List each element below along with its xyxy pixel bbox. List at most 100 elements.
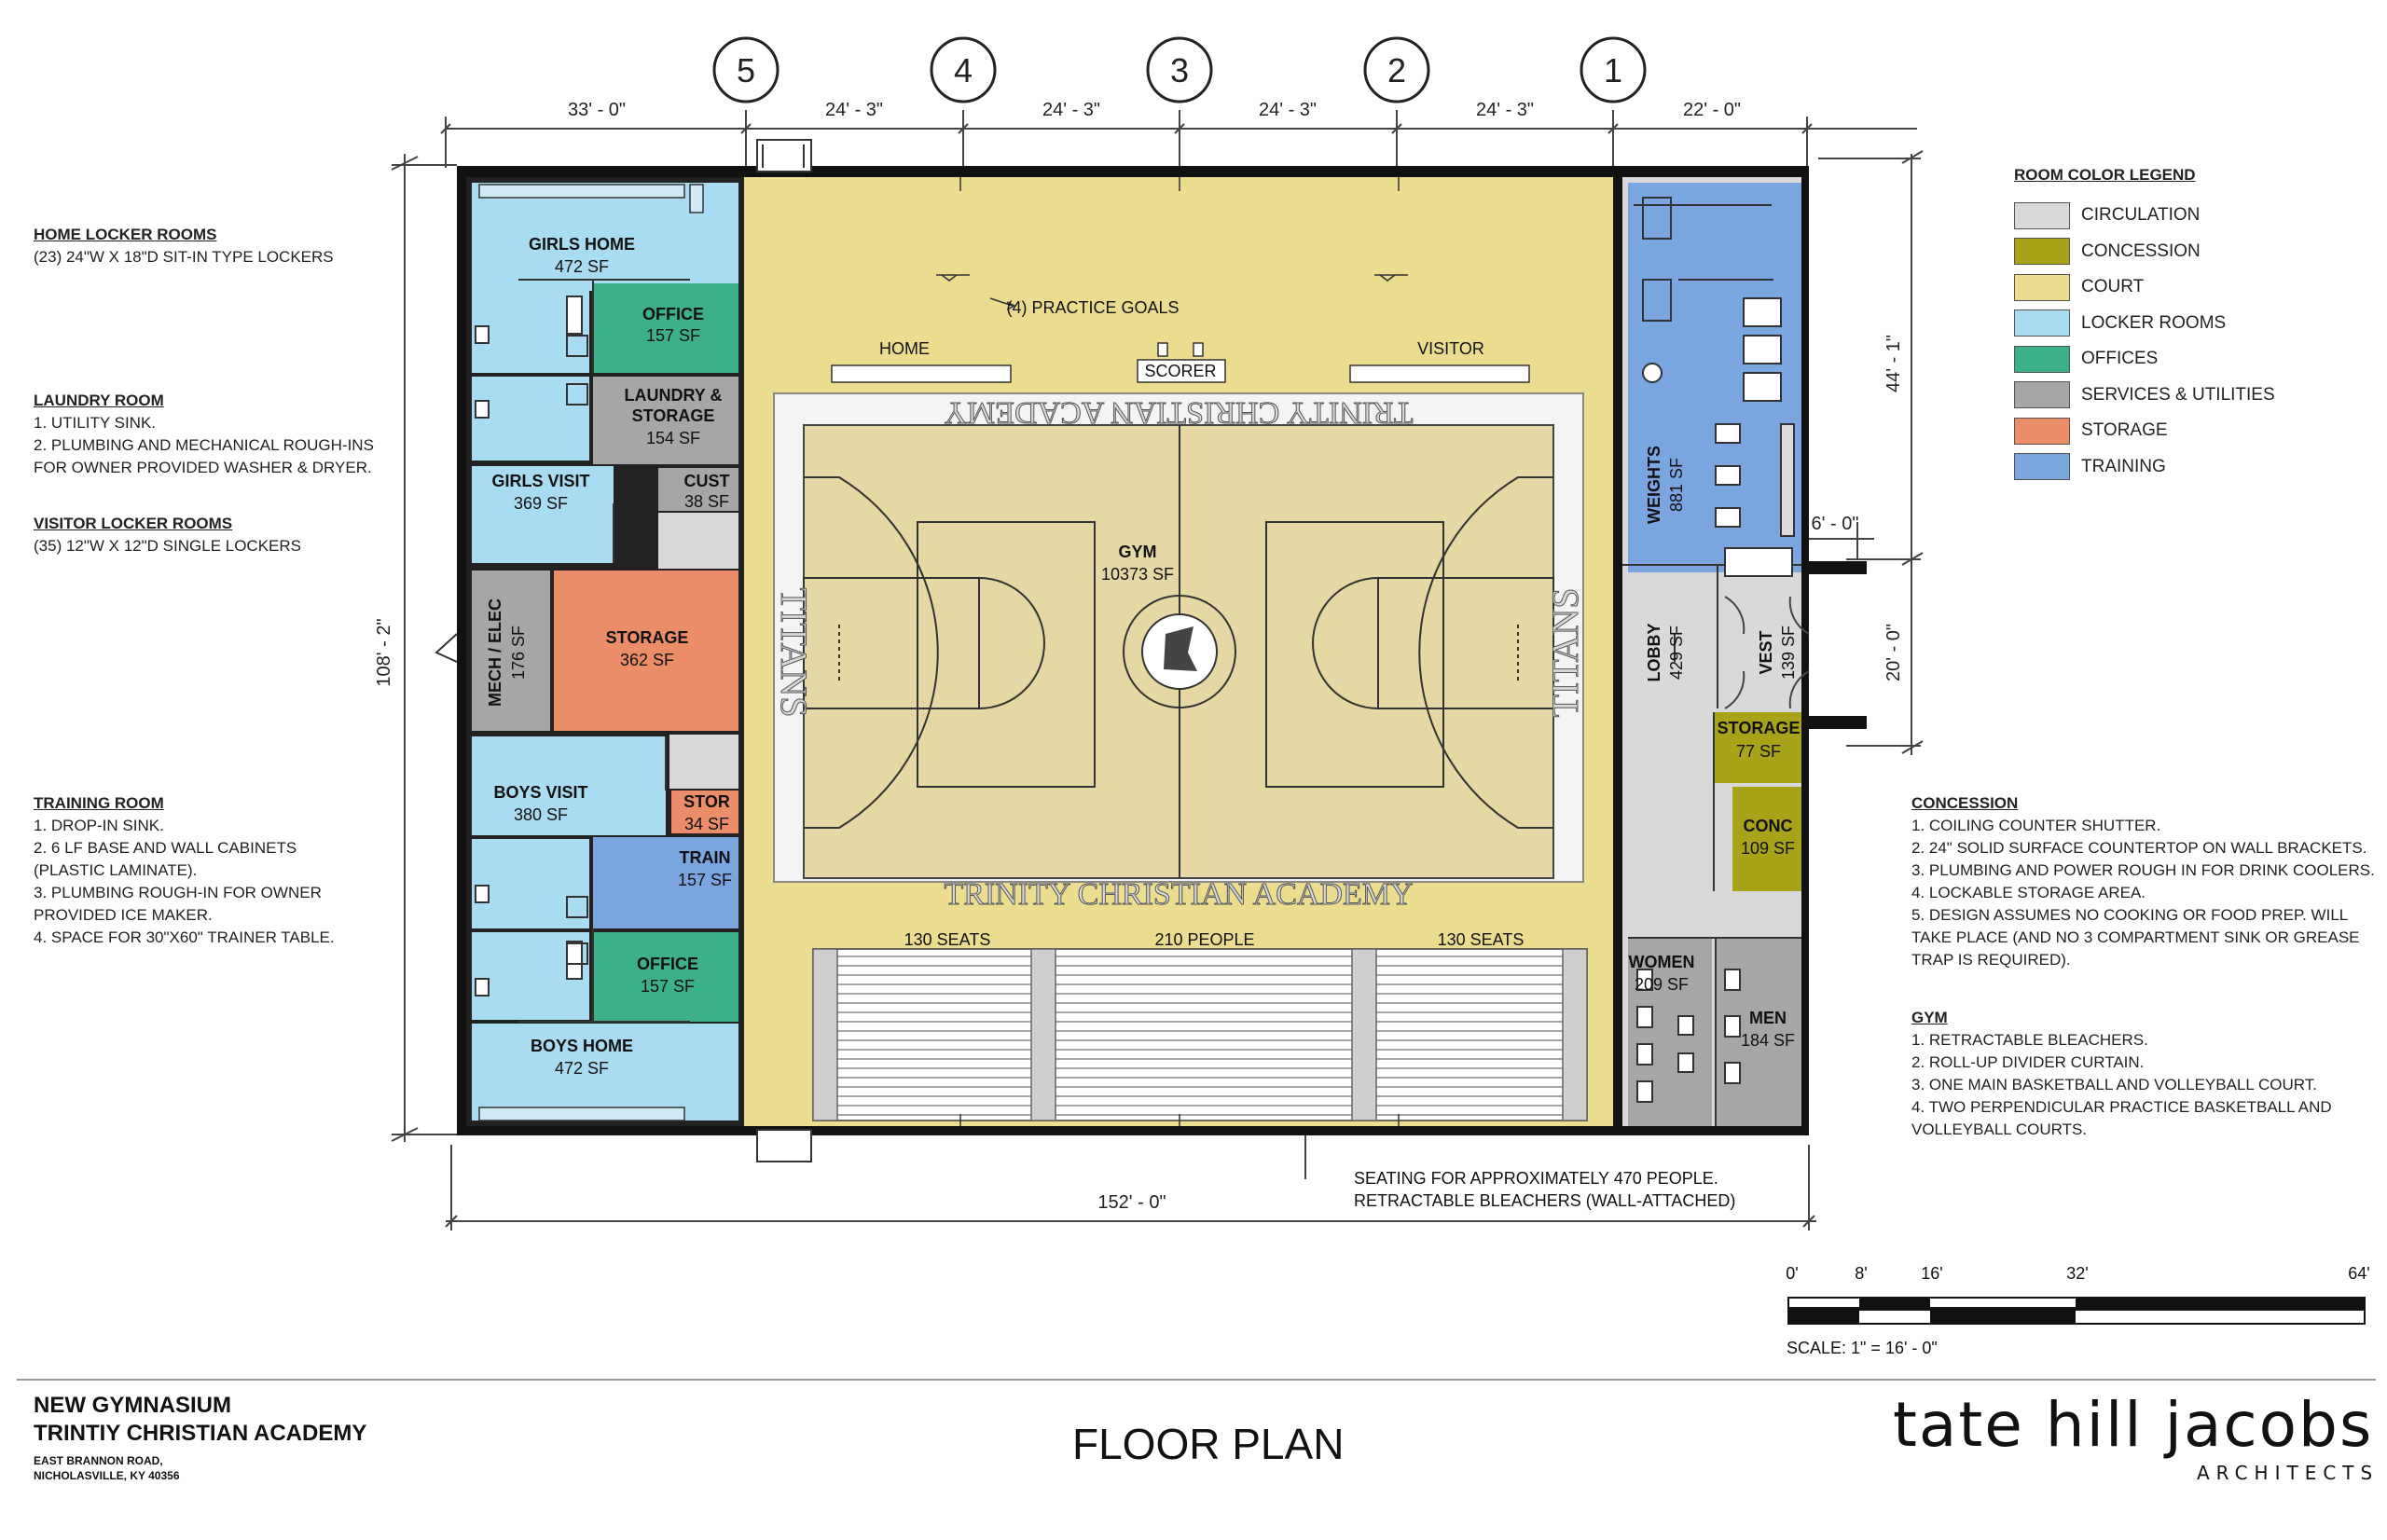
dim-right-mid: 20' - 0" [1883,624,1904,681]
address-line-1: EAST BRANNON ROAD, [34,1454,163,1467]
legend-label: STORAGE [2081,420,2168,441]
label-women: WOMEN [1629,953,1695,971]
dimension-labels: 33' - 0" 24' - 3" 24' - 3" 24' - 3" 24' … [374,100,1904,1213]
dim-top-0: 33' - 0" [568,100,626,120]
grid-label-1: 1 [1604,51,1622,89]
scale-label: SCALE: 1" = 16' - 0" [1787,1339,1938,1357]
legend-swatch [2014,381,2070,409]
building [435,139,1867,1162]
legend-swatch [2014,238,2070,266]
firm-name: tate hill jacobs [1893,1389,2374,1461]
room-office-bottom [593,932,738,1022]
seating-note-2: RETRACTABLE BLEACHERS (WALL-ATTACHED) [1354,1191,1735,1210]
room-labels: GIRLS HOME 472 SF OFFICE 157 SF LAUNDRY … [486,235,1800,1078]
note-line: 2. PLUMBING AND MECHANICAL ROUGH-INS [34,436,374,454]
restroom-fixtures [475,296,1741,1103]
bleachers [812,948,1588,1121]
scale-bar: 0' 8' 16' 32' 64' SCALE: 1" = 16' - 0" [1786,1264,2369,1357]
project-title: NEW GYMNASIUM [34,1393,231,1418]
grid-bubble-4: 4 [930,36,997,103]
address-line-2: NICHOLASVILLE, KY 40356 [34,1469,180,1482]
sf-women: 209 SF [1635,975,1689,994]
grid-bubble-5: 5 [712,36,780,103]
label-men: MEN [1749,1009,1787,1027]
legend-title: ROOM COLOR LEGEND [2014,166,2196,184]
legend-item: TRAINING [2014,449,2275,486]
label-laundry-2: STORAGE [632,406,715,425]
label-storage: STORAGE [606,628,689,647]
note-line: 2. ROLL-UP DIVIDER CURTAIN. [1911,1053,2145,1071]
sf-weights: 881 SF [1667,458,1686,512]
academy-top: TRINITY CHRISTIAN ACADEMY [944,395,1413,430]
note-line: FOR OWNER PROVIDED WASHER & DRYER. [34,459,372,476]
sf-girls-home: 472 SF [555,257,609,276]
legend-item: CONCESSION [2014,234,2275,270]
dim-top-2: 24' - 3" [1042,100,1100,120]
sf-vest: 139 SF [1779,626,1798,680]
scale-tick-32: 32' [2066,1264,2088,1283]
room-mech [472,571,550,731]
note-gym-title: GYM [1911,1009,1948,1026]
sf-girls-visit: 369 SF [514,494,568,513]
note-line: 1. UTILITY SINK. [34,414,157,432]
sf-stor: 34 SF [684,815,729,833]
room-boys-home [472,1024,738,1121]
room-storage [554,571,738,731]
corridor-top [658,513,738,569]
label-train: TRAIN [680,848,731,867]
note-line: (PLASTIC LAMINATE). [34,861,198,879]
label-conc: CONC [1744,817,1793,835]
note-laundry-title: LAUNDRY ROOM [34,392,164,409]
note-visitor-lockers: VISITOR LOCKER ROOMS (35) 12"W X 12"D SI… [34,513,301,557]
gridline-bubbles: 5 4 3 2 1 [712,36,1647,103]
sf-conc: 109 SF [1741,839,1795,858]
note-training-title: TRAINING ROOM [34,794,164,812]
note-line: (23) 24"W X 18"D SIT-IN TYPE LOCKERS [34,248,334,266]
note-home-lockers: HOME LOCKER ROOMS (23) 24"W X 18"D SIT-I… [34,224,334,268]
dimension-lines [391,110,1924,1231]
room-boys-lav [472,839,589,928]
note-line: 3. PLUMBING ROUGH-IN FOR OWNER [34,884,322,901]
scale-tick-0: 0' [1786,1264,1798,1283]
sf-storage: 362 SF [620,651,674,669]
scale-tick-64: 64' [2348,1264,2369,1283]
label-vest: VEST [1757,630,1775,674]
firm-subtitle: ARCHITECTS [2197,1462,2380,1484]
note-line: 3. ONE MAIN BASKETBALL AND VOLLEYBALL CO… [1911,1076,2317,1093]
dim-top-3: 24' - 3" [1259,100,1317,120]
legend-item: CIRCULATION [2014,198,2275,234]
note-laundry: LAUNDRY ROOM 1. UTILITY SINK. 2. PLUMBIN… [34,390,374,479]
grid-bubble-3: 3 [1146,36,1213,103]
note-training: TRAINING ROOM 1. DROP-IN SINK. 2. 6 LF B… [34,792,335,949]
note-line: (35) 12"W X 12"D SINGLE LOCKERS [34,537,301,555]
seats-right-label: 130 SEATS [1438,930,1525,949]
room-cust [658,468,738,511]
sf-boys-visit: 380 SF [514,805,568,824]
sf-gym: 10373 SF [1101,565,1174,584]
note-line: 2. 6 LF BASE AND WALL CABINETS [34,839,297,857]
note-line: 4. LOCKABLE STORAGE AREA. [1911,884,2146,901]
seating-note-1: SEATING FOR APPROXIMATELY 470 PEOPLE. [1354,1169,1718,1188]
sf-office-bottom: 157 SF [641,977,695,996]
note-line: 1. DROP-IN SINK. [34,817,164,834]
label-gym: GYM [1118,543,1156,561]
sf-train: 157 SF [678,871,732,889]
academy-bottom: TRINITY CHRISTIAN ACADEMY [944,877,1413,912]
grid-bubble-2: 2 [1363,36,1430,103]
corridor-mid [669,735,738,789]
note-concession-title: CONCESSION [1911,794,2019,812]
note-line: 3. PLUMBING AND POWER ROUGH IN FOR DRINK… [1911,861,2375,879]
note-line: 2. 24" SOLID SURFACE COUNTERTOP ON WALL … [1911,839,2367,857]
sf-lobby: 429 SF [1667,626,1686,680]
legend-swatch [2014,273,2070,301]
legend-swatch [2014,201,2070,229]
room-girls-lav [472,377,589,461]
note-line: 4. TWO PERPENDICULAR PRACTICE BASKETBALL… [1911,1098,2332,1116]
legend-label: TRAINING [2081,456,2166,476]
sf-men: 184 SF [1741,1031,1795,1050]
label-storage-small: STORAGE [1718,719,1801,737]
room-stor [671,791,738,833]
note-line: VOLLEYBALL COURTS. [1911,1121,2088,1138]
